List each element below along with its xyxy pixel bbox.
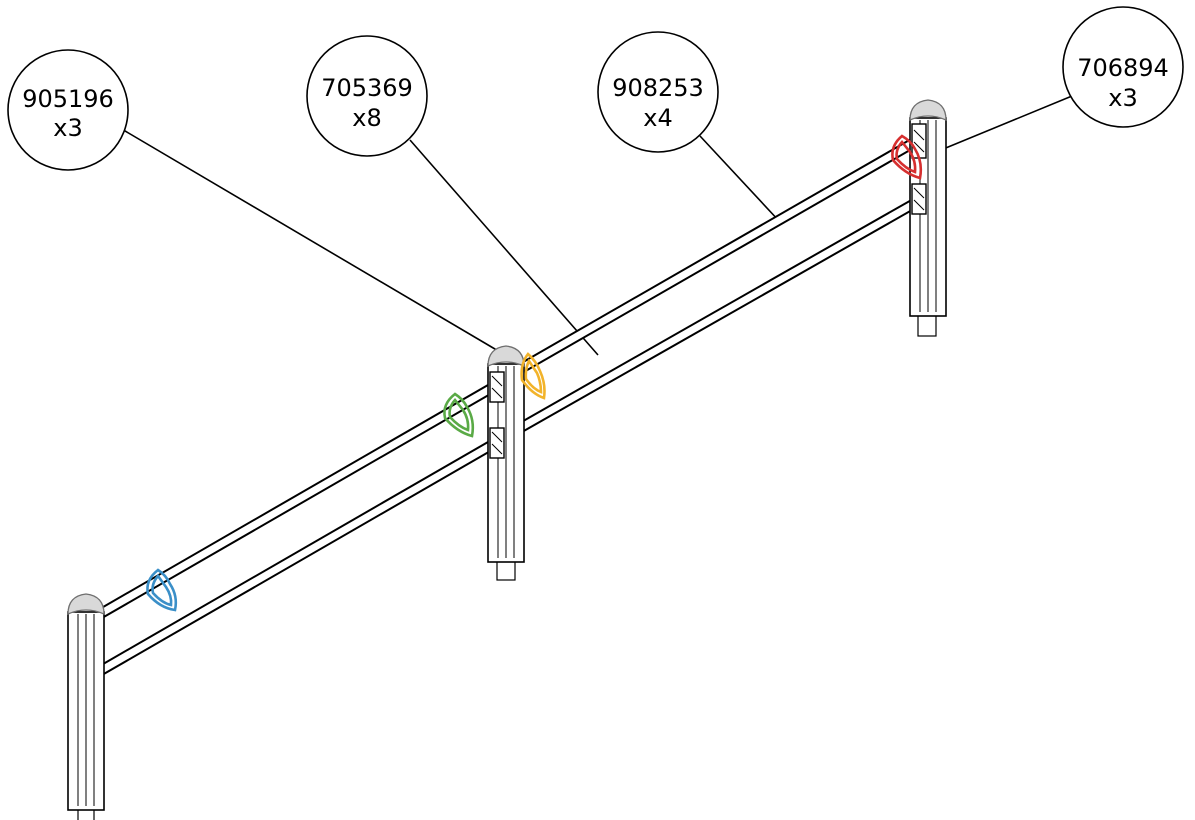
fence-post-right	[909, 99, 947, 337]
rail-bracket	[911, 123, 927, 159]
lower-rail	[97, 197, 920, 676]
rail-clip-yellow	[520, 352, 546, 400]
leader-line-908253	[699, 135, 781, 223]
post-cap	[909, 99, 947, 122]
rail-clip-blue	[146, 568, 178, 612]
rail-bracket	[489, 371, 505, 403]
callout-705369: 705369 x8	[306, 35, 428, 157]
post-cap	[487, 345, 525, 368]
quantity-label: x8	[352, 104, 381, 132]
part-number-label: 905196	[22, 85, 114, 113]
quantity-label: x4	[643, 104, 672, 132]
callout-706894: 706894 x3	[1062, 6, 1184, 128]
quantity-label: x3	[1108, 84, 1137, 112]
leader-line-905196	[119, 127, 501, 353]
rail-bracket	[489, 427, 505, 459]
fence-post-left	[67, 593, 105, 820]
leader-line-706894	[935, 95, 1073, 153]
rail-clip-red	[891, 134, 923, 180]
rail-clip-green	[443, 392, 475, 438]
quantity-label: x3	[53, 114, 82, 142]
part-number-label: 706894	[1077, 54, 1169, 82]
callout-908253: 908253 x4	[597, 31, 719, 153]
part-number-label: 705369	[321, 74, 413, 102]
rail-bracket	[911, 183, 927, 215]
leader-line-705369	[409, 139, 599, 356]
part-number-label: 908253	[612, 74, 704, 102]
callout-905196: 905196 x3	[7, 49, 129, 171]
fence-post-middle	[487, 345, 525, 581]
post-cap	[67, 593, 105, 616]
